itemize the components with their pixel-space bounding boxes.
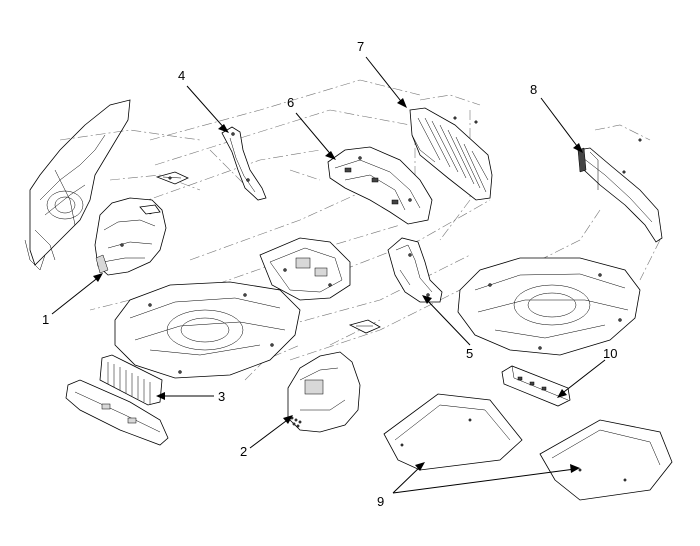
body-side-outline [24, 99, 131, 271]
assembly-guide-lines [59, 79, 661, 381]
callout-4: 4 [178, 68, 185, 83]
part-8-rear-cross-trim [577, 138, 663, 243]
callout-labels: 1 2 3 4 5 6 7 8 9 10 [42, 39, 617, 509]
part-9-floor-mats [383, 393, 673, 501]
part-7-rear-panel-trim [409, 107, 493, 201]
center-floor-pan [114, 281, 301, 379]
small-brackets [139, 171, 381, 334]
part-2-wheelhouse-trim [287, 351, 361, 433]
part-1-side-trim [94, 197, 167, 276]
callout-5: 5 [466, 346, 473, 361]
part-3-rear-trim-grille [99, 354, 163, 406]
rear-bumper-beam [65, 379, 169, 446]
callout-9: 9 [377, 494, 384, 509]
callout-1: 1 [42, 312, 49, 327]
part-10-storage-box [501, 365, 571, 407]
part-5-side-trim-panel [387, 237, 443, 303]
callout-7: 7 [357, 39, 364, 54]
callout-leaders [51, 56, 606, 494]
callout-2: 2 [240, 444, 247, 459]
part-6-package-tray [327, 146, 433, 225]
right-floor-pan [457, 257, 641, 356]
callout-8: 8 [530, 82, 537, 97]
part-4-pillar-trim [221, 126, 267, 201]
callout-3: 3 [218, 389, 225, 404]
callout-6: 6 [287, 95, 294, 110]
callout-10: 10 [603, 346, 617, 361]
center-floor-panel [259, 237, 351, 301]
